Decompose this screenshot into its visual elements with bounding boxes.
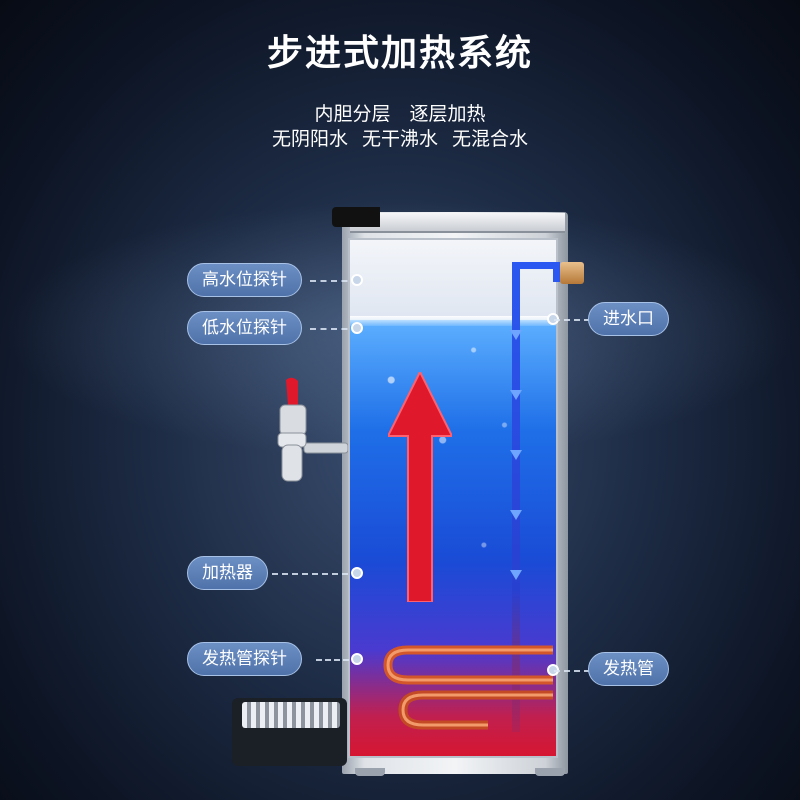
inlet-pipe [512,262,520,732]
heating-tube-coil-icon [383,645,553,730]
down-flow-arrows-icon [510,330,522,580]
water-tap-icon [277,377,348,482]
boiler-lid [350,213,565,233]
inlet-pipe-elbow [553,262,560,282]
leader-line-tube-probe [316,659,358,661]
callout-heater: 加热器 [187,556,268,590]
drip-tray-grill [242,702,340,728]
marker-tube-probe [351,653,363,665]
marker-high-probe [351,274,363,286]
page-title: 步进式加热系统 [266,33,533,74]
inlet-valve [560,262,584,284]
hot-water-up-arrow-icon [388,372,452,602]
water-bubbles [350,320,556,620]
subtitle-line-2: 无阴阳水 无干沸水 无混合水 [271,128,529,150]
leader-line-heating-tube [554,670,590,672]
callout-water-inlet: 进水口 [588,302,669,336]
leader-line-low-probe [310,328,358,330]
inlet-pipe-top [512,262,560,269]
tank-air-space [350,240,556,320]
boiler-foot-left [355,768,385,776]
callout-heating-tube: 发热管 [588,652,669,686]
tank-cutaway-window [348,238,558,758]
subtitle-line-1: 内胆分层 逐层加热 [314,103,486,125]
callout-high-water-probe: 高水位探针 [187,263,302,297]
boiler-foot-right [535,768,565,776]
leader-line-inlet [554,319,590,321]
water-surface [350,316,556,326]
callout-low-water-probe: 低水位探针 [187,311,302,345]
leader-line-high-probe [310,280,358,282]
callout-heating-tube-probe: 发热管探针 [187,642,302,676]
marker-heater [351,567,363,579]
boiler-top-handle [332,207,380,227]
leader-line-heater [272,573,358,575]
marker-low-probe [351,322,363,334]
